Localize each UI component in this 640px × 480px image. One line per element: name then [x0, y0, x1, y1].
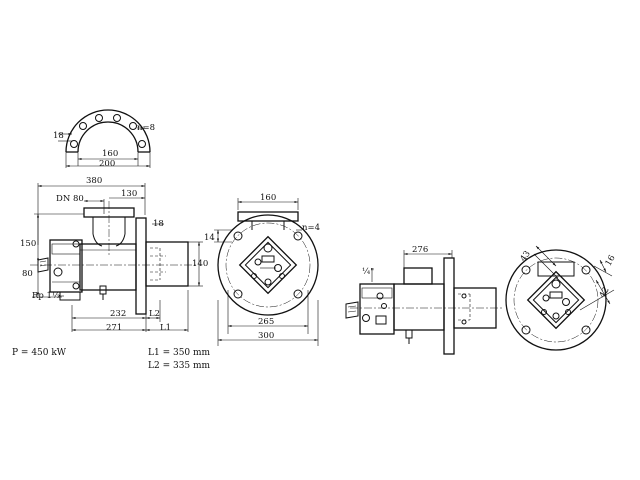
dim-271-label: 271	[106, 323, 122, 333]
dim-l1-label: L1	[160, 323, 171, 333]
front-view: 160 n=4 14 265 300	[204, 193, 320, 346]
flange-d160-label: 160	[102, 149, 118, 159]
front-view-2: 43 16 42	[505, 245, 618, 351]
rp-thread-label: Rp 1½	[32, 290, 60, 301]
dim-dn80-label: DN 80	[56, 194, 84, 204]
side-view-2: 276 ¼"	[345, 245, 504, 355]
front2-dim-42-label: 42	[598, 286, 612, 300]
dim-380-label: 380	[86, 176, 102, 186]
front-dim-160-label: 160	[260, 193, 276, 203]
front2-dim-43-label: 43	[518, 249, 532, 264]
flange-d18-label: 18	[53, 131, 64, 141]
front-nbolts-label: n=4	[302, 223, 320, 233]
l2-note: L2 = 335 mm	[148, 361, 211, 371]
side2-dim-276-label: 276	[412, 245, 428, 255]
dim-232-label: 232	[110, 309, 126, 319]
dim-130-label: 130	[121, 189, 137, 199]
flange-detail: 18 n=8 160 200	[53, 109, 155, 169]
l1-note: L1 = 350 mm	[148, 348, 211, 358]
front-dim-300-label: 300	[258, 331, 274, 341]
flange-d200-label: 200	[99, 159, 115, 169]
dim-140-label: 140	[192, 259, 208, 269]
dim-80-label: 80	[22, 269, 33, 279]
power-note: P = 450 kW	[12, 348, 67, 358]
front-dim-14-label: 14	[204, 233, 215, 243]
dim-18-label: 18	[153, 219, 164, 229]
dim-150-label: 150	[20, 239, 36, 249]
front2-dim-16-label: 16	[604, 254, 618, 268]
dim-l2-label: L2	[149, 309, 160, 319]
side-view: 380 DN 80 130 18	[20, 176, 208, 333]
notes: P = 450 kW L1 = 350 mm L2 = 335 mm	[12, 348, 211, 371]
front-dim-265-label: 265	[258, 317, 274, 327]
side2-thread-label: ¼"	[362, 266, 374, 277]
flange-nbolts-label: n=8	[137, 123, 155, 133]
